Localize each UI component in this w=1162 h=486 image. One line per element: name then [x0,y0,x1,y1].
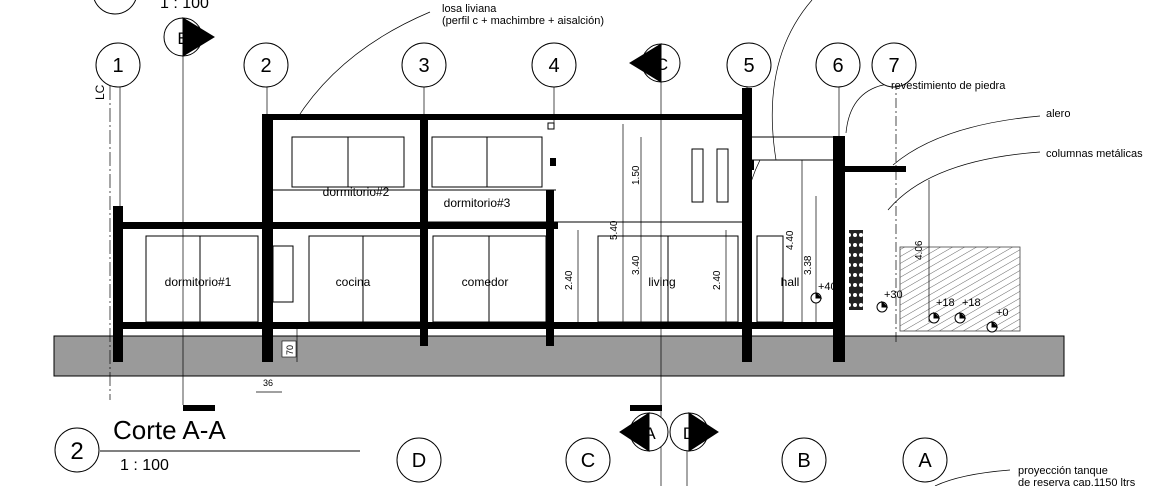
structure [113,88,906,362]
dim-3-40: 3.40 [631,255,642,275]
dim-70: 70 [285,345,295,355]
view-scale: 1 : 100 [120,457,169,474]
view-number: 2 [70,438,83,465]
note-alero: alero [1046,108,1070,120]
grid-marker-1: 1 [112,55,123,77]
grid-marker-5: 5 [743,55,754,77]
room-hall: hall [781,275,800,289]
grid-marker-6: 6 [832,55,843,77]
dim-36: 36 [263,378,273,388]
section-marker-symbols [163,17,719,452]
room-dormitorio-1: dormitorio#1 [165,275,232,289]
room-living: living [648,275,675,289]
section-marker-c: C [656,55,668,74]
room-dormitorio-2: dormitorio#2 [323,185,390,199]
level-40: +40 [818,281,837,293]
grid-marker-d: D [412,450,426,472]
note-tanque-1: proyección tanque [1018,465,1108,477]
section-marker-b: B [177,29,188,48]
note-revestimiento: revestimiento de piedra [891,80,1006,92]
room-comedor: comedor [462,275,509,289]
note-losa-1: losa liviana [442,3,497,15]
grid-marker-4: 4 [548,55,559,77]
dim-4-06: 4.06 [914,240,925,260]
dim-4-40: 4.40 [785,230,796,250]
room-dormitorio-3: dormitorio#3 [444,196,511,210]
room-cocina: cocina [336,275,371,289]
dim-2-40-right: 2.40 [712,270,723,290]
lc-label: LC [93,84,107,100]
level-symbols [810,291,999,333]
dim-3-38: 3.38 [803,255,814,275]
section-marker-d: D [683,424,695,443]
openings [145,136,784,323]
dim-1-50: 1.50 [631,165,642,185]
grid-marker-b: B [797,450,810,472]
level-18-b: +18 [962,297,981,309]
level-18-a: +18 [936,297,955,309]
grid-marker-a: A [918,450,932,472]
top-scale: 1 : 100 [160,0,209,12]
level-0: +0 [996,307,1009,319]
note-columnas: columnas metálicas [1046,148,1143,160]
leader-lines [295,0,1041,486]
level-30: +30 [884,289,903,301]
note-losa-2: (perfil c + machimbre + aisalción) [442,15,604,27]
ground-slab [53,335,1065,377]
grid-marker-c: C [581,450,595,472]
grid-marker-7: 7 [888,55,899,77]
dim-2-40-left: 2.40 [564,270,575,290]
note-tanque-2: de reserva cap.1150 ltrs [1018,477,1136,486]
dim-5-40: 5.40 [609,220,620,240]
grid-marker-circles [54,0,948,483]
section-marker-a: A [644,424,656,443]
stone-cladding [849,230,863,310]
section-title: Corte A-A [113,415,226,445]
grid-marker-3: 3 [418,55,429,77]
grid-marker-2: 2 [260,55,271,77]
